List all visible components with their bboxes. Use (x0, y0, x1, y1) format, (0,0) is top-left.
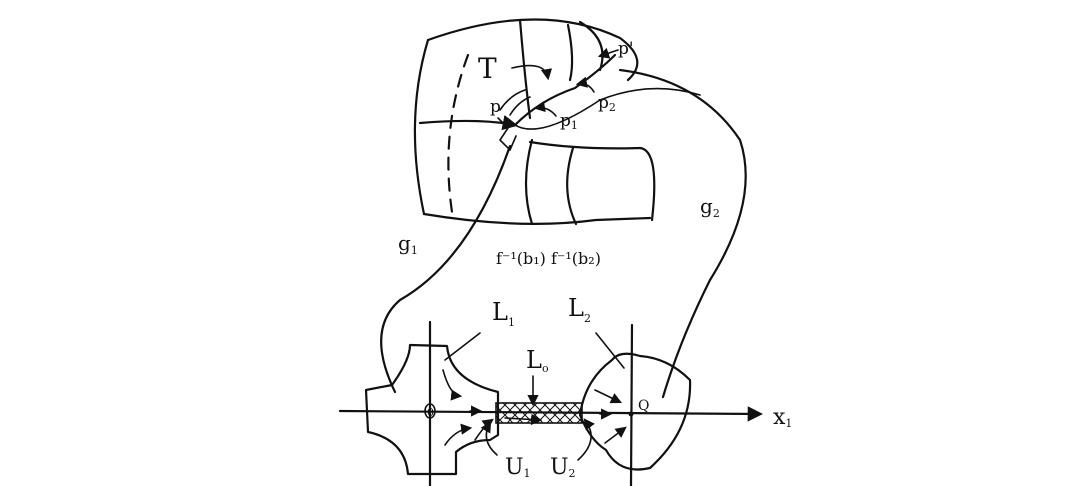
label-preimages: f⁻¹(b₁) f⁻¹(b₂) (496, 249, 601, 268)
label-U1: U1 (505, 455, 531, 480)
label-g1: g1 (398, 231, 418, 257)
label-origin: 0 (427, 406, 434, 419)
label-L0: Lo (526, 346, 549, 375)
label-g2: g2 (700, 194, 720, 220)
level-curve-3a (578, 20, 604, 72)
vertical-axis-Q (629, 323, 634, 486)
label-p-prime: p' (618, 39, 634, 59)
surface-left-rim (413, 38, 430, 216)
tube-arc-2 (509, 96, 531, 116)
tube-lower (514, 87, 701, 130)
arrow-p-prime (597, 47, 619, 59)
neighborhood-U2 (578, 352, 692, 471)
label-L1: L1 (492, 298, 515, 329)
pointer-L2 (595, 332, 625, 369)
cylinder-end (638, 146, 656, 222)
pointer-U1 (480, 421, 498, 456)
trajectory-in (418, 115, 519, 131)
map-g2-curve (618, 68, 747, 399)
level-curve-1b (524, 138, 534, 226)
level-curve-2a (566, 23, 574, 82)
map-g1-curve (380, 144, 512, 394)
level-curve-2b (566, 146, 578, 226)
label-p2: p2 (598, 93, 616, 114)
surface-hidden-rim (447, 53, 470, 214)
label-T: T (478, 52, 497, 85)
level-curve-1a (518, 18, 532, 120)
origin-point (424, 403, 436, 419)
label-p1: p1 (560, 111, 578, 132)
pointer-L1 (444, 332, 481, 361)
arrow-p2 (575, 76, 595, 93)
label-x1: x1 (773, 405, 792, 430)
pointer-U2 (577, 418, 595, 461)
surface (413, 18, 701, 226)
label-L2: L2 (568, 294, 591, 325)
cylinder-top (528, 140, 642, 150)
cross-section-p (497, 117, 517, 151)
arrow-p1 (533, 101, 557, 117)
label-Q: Q (638, 398, 649, 414)
point-Q (628, 411, 634, 417)
neighborhood-U1 (364, 343, 500, 476)
trajectory-through (513, 53, 617, 127)
label-U2: U2 (550, 455, 576, 480)
label-p: p (490, 97, 501, 117)
arrow-T (511, 64, 553, 81)
tube-arc-1 (499, 89, 526, 111)
surface-top-edge (426, 18, 639, 82)
surface-bottom-edge (422, 212, 652, 225)
